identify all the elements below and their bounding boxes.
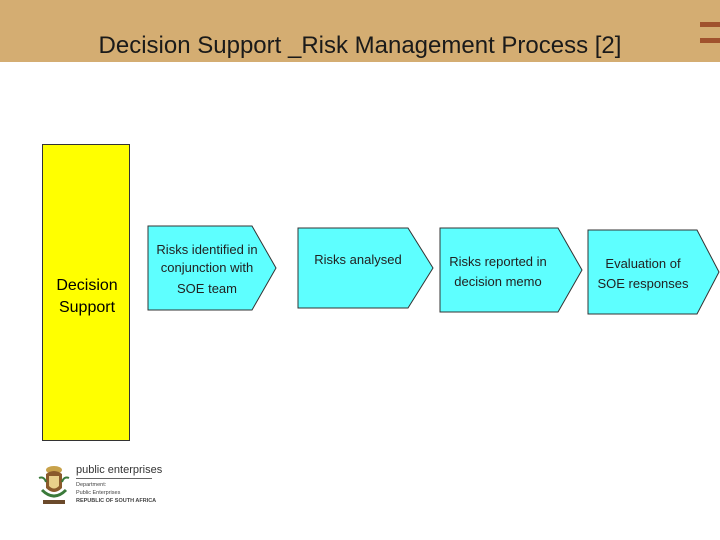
header-bar: [0, 0, 720, 62]
corner-mark-bottom: [700, 38, 720, 43]
step-1-label: Risks identified in conjunction with SOE…: [156, 242, 258, 296]
logo-divider: [76, 478, 152, 479]
step-1-chevron: [147, 225, 277, 311]
step-4-chevron: [587, 229, 720, 315]
slide-title: Decision Support _Risk Management Proces…: [98, 32, 622, 59]
step-3-label: Risks reported in decision memo: [449, 254, 547, 289]
step-2-chevron: [297, 227, 434, 309]
decision-support-lane: Decision Support: [42, 144, 130, 441]
coat-of-arms-icon: [38, 466, 70, 504]
logo-department: Department:: [76, 482, 107, 488]
step-2-label: Risks analysed: [314, 252, 402, 267]
logo-country: REPUBLIC OF SOUTH AFRICA: [76, 498, 157, 504]
public-enterprises-logo: public enterprises Department: Public En…: [36, 462, 163, 510]
corner-mark-top: [700, 22, 720, 27]
logo-ministry: Public Enterprises: [76, 490, 121, 496]
step-3-chevron: [439, 227, 583, 313]
logo-name: public enterprises: [76, 464, 163, 476]
step-4-label: Evaluation of SOE responses: [597, 256, 689, 291]
lane-label: Decision Support: [56, 277, 118, 316]
